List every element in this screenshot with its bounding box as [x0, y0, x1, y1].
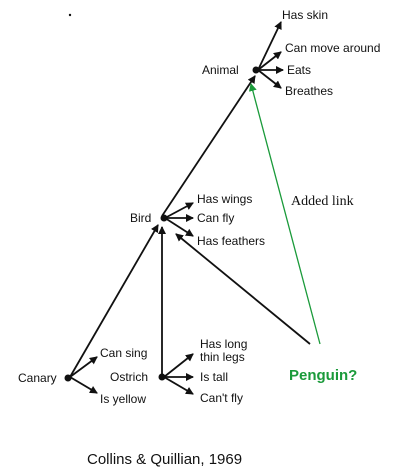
- animal-property-has-skin: Has skin: [282, 8, 328, 22]
- edge-penguin-to-bird: [175, 233, 311, 345]
- animal-property-eats: Eats: [287, 63, 311, 77]
- bird-property-has-feathers: Has feathers: [197, 234, 265, 248]
- ostrich-property-cant-fly: Can't fly: [200, 391, 243, 405]
- added-link-label: Added link: [291, 194, 354, 209]
- node-canary-dot: [64, 374, 72, 382]
- node-animal-dot: [252, 66, 260, 74]
- node-bird-label: Bird: [130, 211, 151, 225]
- node-animal-label: Animal: [202, 63, 239, 77]
- edge-animal-has-skin: [257, 21, 282, 71]
- stray-dot: [68, 13, 72, 17]
- bird-property-has-wings: Has wings: [197, 192, 252, 206]
- ostrich-property-has-long: Has long: [200, 337, 247, 351]
- edge-canary-can-sing: [69, 356, 98, 378]
- caption: Collins & Quillian, 1969: [87, 451, 242, 468]
- node-bird-dot: [160, 214, 168, 222]
- node-ostrich-dot: [158, 373, 166, 381]
- animal-property-can-move: Can move around: [285, 41, 380, 55]
- node-canary-label: Canary: [18, 371, 57, 385]
- canary-property-can-sing: Can sing: [100, 346, 147, 360]
- edge-bird-has-wings: [164, 202, 194, 219]
- ostrich-property-thin-legs: thin legs: [200, 350, 245, 364]
- ostrich-property-is-tall: Is tall: [200, 370, 228, 384]
- canary-property-is-yellow: Is yellow: [100, 392, 146, 406]
- penguin-label: Penguin?: [289, 367, 357, 384]
- edge-bird-to-animal: [161, 75, 256, 217]
- bird-property-can-fly: Can fly: [197, 211, 234, 225]
- edge-ostrich-long-legs: [163, 353, 194, 378]
- node-ostrich-label: Ostrich: [110, 370, 148, 384]
- edge-bird-has-feathers: [164, 217, 194, 237]
- edge-animal-breathes: [257, 69, 282, 89]
- edge-canary-to-bird: [69, 224, 159, 378]
- animal-property-breathes: Breathes: [285, 84, 333, 98]
- edge-ostrich-cant-fly: [163, 376, 194, 395]
- edge-animal-can-move: [257, 51, 282, 71]
- edge-canary-is-yellow: [69, 376, 98, 394]
- edge-penguin-to-animal-added: [248, 83, 321, 345]
